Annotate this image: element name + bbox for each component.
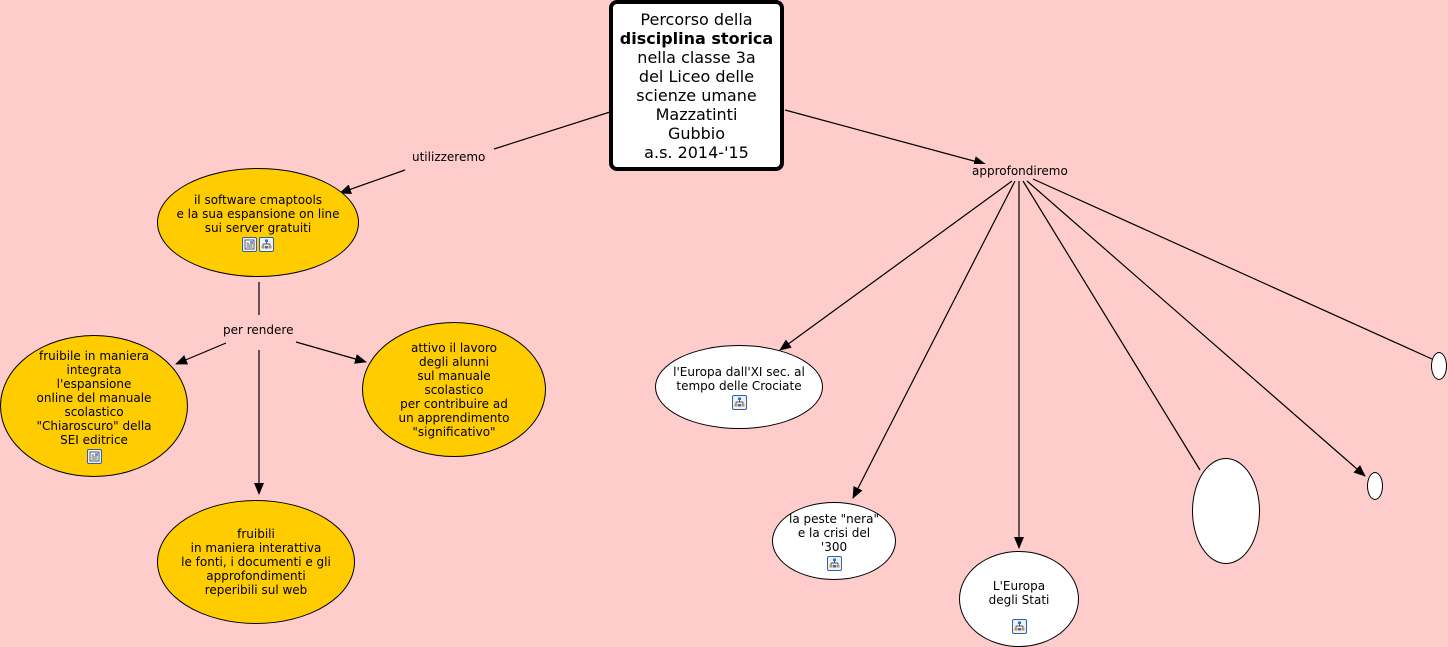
line-approfondiremo-to-empty-large bbox=[1022, 180, 1201, 471]
cmap-icon[interactable] bbox=[826, 555, 842, 571]
concept-attivo-text: attivo il lavoro degli alunni sul manual… bbox=[398, 340, 510, 439]
concept-software-text: il software cmaptools e la sua espansion… bbox=[176, 193, 340, 235]
line-approfondiremo-to-peste bbox=[852, 180, 1016, 499]
line-approfondiremo-to-empty-small-1 bbox=[1032, 178, 1433, 360]
concept-peste[interactable]: la peste "nera" e la crisi del '300 bbox=[772, 502, 896, 580]
concept-fruibile[interactable]: fruibile in maniera integrata l'espansio… bbox=[0, 335, 188, 477]
cmap-icon[interactable] bbox=[1011, 618, 1027, 634]
root-rest: nella classe 3a del Liceo delle scienze … bbox=[636, 47, 757, 162]
line-approfondiremo-to-europa-xi bbox=[779, 180, 1013, 351]
link-utilizzeremo[interactable]: utilizzeremo bbox=[410, 150, 488, 164]
concept-fruibile-text: fruibile in maniera integrata l'espansio… bbox=[36, 348, 152, 447]
root-concept[interactable]: Percorso della disciplina storica nella … bbox=[609, 0, 784, 171]
concept-fruibili[interactable]: fruibili in maniera interattiva le fonti… bbox=[157, 500, 355, 624]
document-icon[interactable] bbox=[242, 237, 257, 252]
line-approfondiremo-to-empty-small-2 bbox=[1026, 180, 1366, 477]
line-root-to-approfondiremo bbox=[784, 109, 986, 166]
concept-stati[interactable]: L'Europa degli Stati bbox=[959, 551, 1079, 647]
concept-fruibili-text: fruibili in maniera interattiva le fonti… bbox=[181, 527, 331, 597]
line-per-rendere-to-fruibile bbox=[175, 342, 227, 365]
root-line-1: Percorso della bbox=[640, 9, 753, 29]
concept-attivo[interactable]: attivo il lavoro degli alunni sul manual… bbox=[362, 322, 546, 457]
concept-empty-small-1[interactable] bbox=[1431, 352, 1447, 380]
document-icon[interactable] bbox=[86, 448, 102, 464]
line-per-rendere-to-attivo bbox=[295, 341, 367, 364]
concept-software[interactable]: il software cmaptools e la sua espansion… bbox=[157, 168, 359, 277]
concept-europa-xi-text: l'Europa dall'XI sec. al tempo delle Cro… bbox=[673, 364, 805, 393]
cmap-icon[interactable] bbox=[731, 394, 747, 410]
line-root-to-utilizzeremo bbox=[493, 111, 611, 150]
cmap-icon[interactable] bbox=[259, 237, 274, 252]
link-approfondiremo[interactable]: approfondiremo bbox=[970, 164, 1070, 178]
link-per-rendere[interactable]: per rendere bbox=[221, 323, 296, 337]
concept-europa-xi[interactable]: l'Europa dall'XI sec. al tempo delle Cro… bbox=[655, 345, 823, 429]
concept-empty-small-2[interactable] bbox=[1367, 472, 1383, 500]
root-line-2-bold: disciplina storica bbox=[619, 28, 774, 48]
concept-stati-text: L'Europa degli Stati bbox=[988, 578, 1050, 607]
concept-peste-text: la peste "nera" e la crisi del '300 bbox=[789, 511, 879, 554]
line-utilizzeremo-to-software bbox=[339, 169, 406, 195]
concept-empty-large[interactable] bbox=[1192, 458, 1260, 564]
